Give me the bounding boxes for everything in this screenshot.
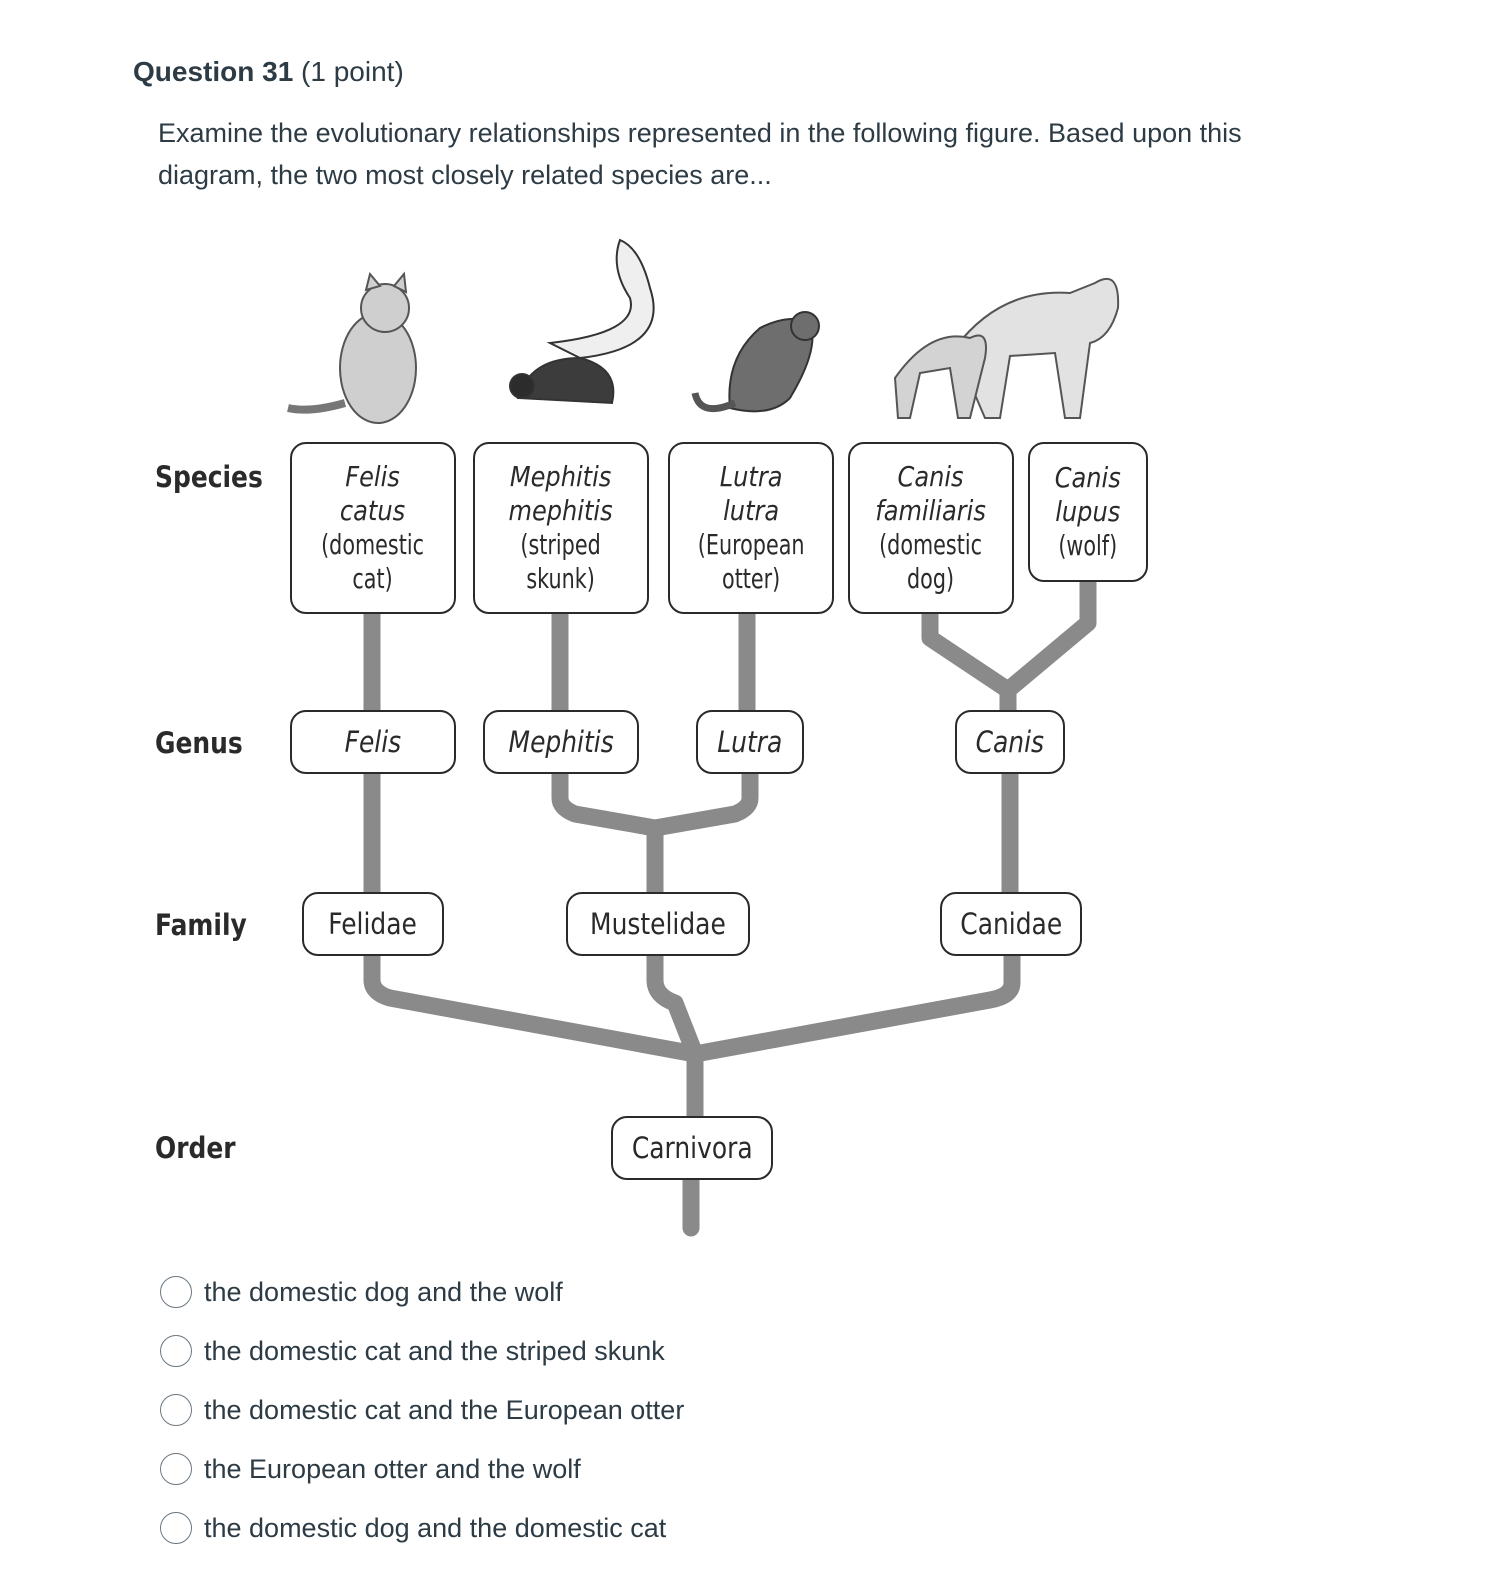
family-label: Mustelidae: [590, 907, 726, 941]
rank-label-species: Species: [155, 460, 263, 494]
answer-option-label[interactable]: the domestic cat and the striped skunk: [204, 1336, 665, 1367]
rank-label-genus: Genus: [155, 726, 243, 760]
family-box-canidae: Canidae: [940, 892, 1082, 956]
species-common-line2: otter): [698, 562, 805, 596]
species-sci-line2: lutra: [723, 494, 779, 527]
answer-option[interactable]: the European otter and the wolf: [160, 1449, 581, 1489]
genus-label: Canis: [976, 725, 1044, 759]
order-box-carnivora: Carnivora: [611, 1116, 773, 1180]
dog-and-wolf-illustration: [895, 279, 1118, 418]
skunk-illustration: [510, 240, 654, 403]
answer-option[interactable]: the domestic dog and the domestic cat: [160, 1508, 666, 1548]
genus-label: Mephitis: [508, 725, 613, 759]
radio-button[interactable]: [160, 1276, 192, 1308]
species-common-line2: cat): [322, 562, 425, 596]
otter-illustration: [695, 312, 819, 411]
radio-button[interactable]: [160, 1453, 192, 1485]
answer-option[interactable]: the domestic cat and the European otter: [160, 1390, 684, 1430]
species-sci-line1: Canis: [898, 460, 964, 493]
question-header: Question 31 (1 point): [133, 56, 404, 88]
species-sci-line1: Felis: [346, 460, 401, 493]
answer-option-label[interactable]: the European otter and the wolf: [204, 1454, 581, 1485]
branch-canis-familiaris: [930, 610, 1008, 713]
family-box-mustelidae: Mustelidae: [566, 892, 750, 956]
family-label: Canidae: [960, 907, 1062, 941]
genus-box-canis: Canis: [955, 710, 1065, 774]
answer-option[interactable]: the domestic dog and the wolf: [160, 1272, 563, 1312]
branch-canis-lupus: [1008, 583, 1088, 690]
species-sci-line2: mephitis: [509, 494, 613, 527]
answer-option[interactable]: the domestic cat and the striped skunk: [160, 1331, 665, 1371]
order-label: Carnivora: [632, 1131, 753, 1165]
cat-illustration: [288, 274, 416, 423]
species-sci-line1: Mephitis: [510, 460, 612, 493]
answer-option-label[interactable]: the domestic cat and the European otter: [204, 1395, 684, 1426]
family-box-felidae: Felidae: [302, 892, 444, 956]
species-common-line2: skunk): [516, 562, 606, 596]
genus-box-felis: Felis: [290, 710, 456, 774]
answer-option-label[interactable]: the domestic dog and the wolf: [204, 1277, 563, 1308]
genus-box-mephitis: Mephitis: [483, 710, 639, 774]
species-common-line1: (domestic: [880, 528, 983, 562]
radio-button[interactable]: [160, 1512, 192, 1544]
species-common-line2: dog): [880, 562, 983, 596]
family-label: Felidae: [329, 907, 418, 941]
species-common-line1: (European: [698, 528, 805, 562]
species-sci-line2: catus: [340, 494, 405, 527]
rank-label-order: Order: [155, 1131, 236, 1165]
species-sci-line2: lupus: [1055, 495, 1120, 528]
species-sci-line2: familiaris: [876, 494, 987, 527]
genus-label: Felis: [345, 725, 402, 759]
question-prompt: Examine the evolutionary relationships r…: [158, 112, 1258, 196]
rank-label-family: Family: [155, 908, 247, 942]
species-common-line1: (wolf): [1059, 529, 1118, 563]
species-common-line1: (domestic: [322, 528, 425, 562]
species-sci-line1: Lutra: [720, 460, 783, 493]
radio-button[interactable]: [160, 1335, 192, 1367]
answer-option-label[interactable]: the domestic dog and the domestic cat: [204, 1513, 666, 1544]
question-number: Question 31: [133, 56, 293, 87]
species-common-line1: (striped: [516, 528, 606, 562]
radio-button[interactable]: [160, 1394, 192, 1426]
branch-canidae-order: [695, 956, 1012, 1054]
question-points: (1 point): [301, 56, 404, 87]
genus-label: Lutra: [717, 725, 782, 759]
genus-box-lutra: Lutra: [696, 710, 804, 774]
species-sci-line1: Canis: [1055, 461, 1121, 494]
